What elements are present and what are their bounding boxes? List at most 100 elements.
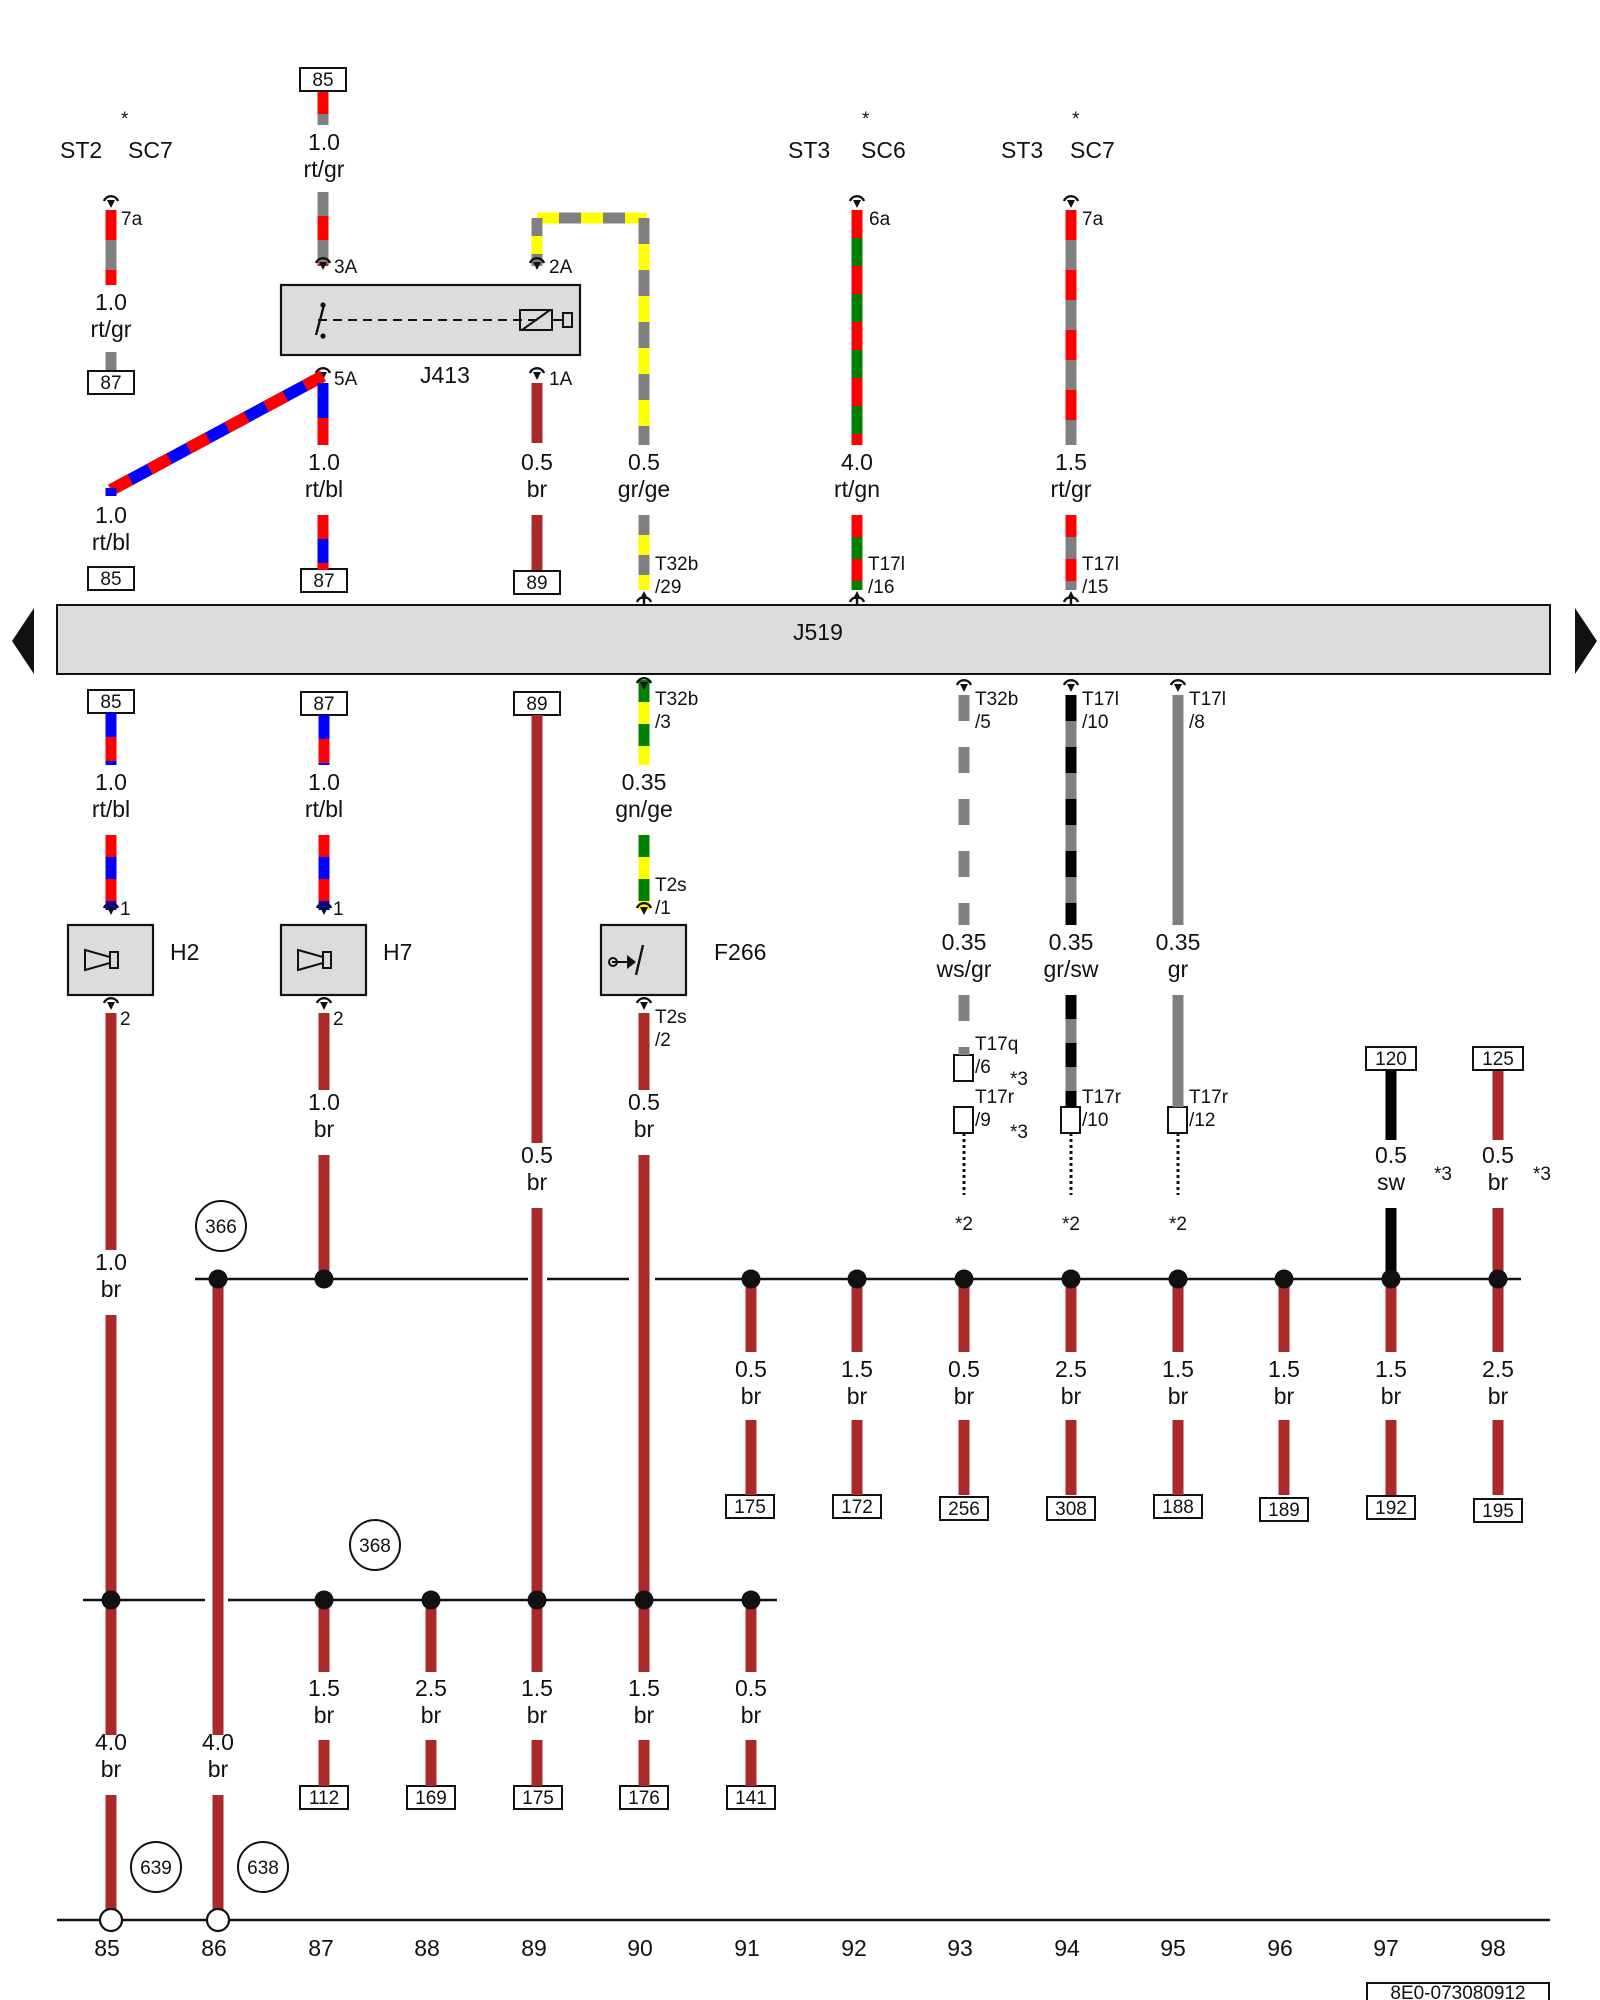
svg-text:/6: /6 <box>975 1057 991 1078</box>
relay-pin-3a: 3A <box>334 257 358 278</box>
relay-pin-1a: 1A <box>549 369 573 390</box>
svg-text:120: 120 <box>1375 1049 1407 1070</box>
wire-label-8: 1.5rt/gr <box>1051 449 1092 502</box>
top-block-sc7b: SC7 <box>1070 137 1115 163</box>
junction-366-8 <box>1381 1269 1401 1289</box>
wire-label-9: 1.0rt/bl <box>92 769 130 822</box>
svg-text:639: 639 <box>140 1858 172 1879</box>
connector-t17r-10: T17r/10 <box>1082 1087 1122 1131</box>
wire-label-23: 0.5br <box>948 1356 980 1409</box>
svg-text:91: 91 <box>734 1935 760 1961</box>
svg-text:/8: /8 <box>1189 712 1205 733</box>
svg-text:rt/gn: rt/gn <box>834 476 880 502</box>
svg-text:gn/ge: gn/ge <box>615 796 673 822</box>
ref-box-176: 176 <box>619 1785 669 1810</box>
svg-text:br: br <box>421 1702 442 1728</box>
junction-366-1 <box>314 1269 334 1289</box>
svg-text:sw: sw <box>1377 1169 1406 1195</box>
page-next-arrow[interactable] <box>1575 608 1597 674</box>
svg-text:85: 85 <box>100 692 121 713</box>
svg-text:T17l: T17l <box>1082 554 1119 575</box>
svg-text:87: 87 <box>100 373 121 394</box>
horn-h7-label: H7 <box>383 939 412 965</box>
svg-text:rt/gr: rt/gr <box>1051 476 1092 502</box>
ref-box-85-top: 85 <box>299 67 347 92</box>
svg-text:br: br <box>634 1116 655 1142</box>
ref-box-89-b: 89 <box>513 691 561 716</box>
svg-text:/2: /2 <box>655 1030 671 1051</box>
relay-pin-5a: 5A <box>334 369 358 390</box>
svg-text:/5: /5 <box>975 712 991 733</box>
svg-text:0.35: 0.35 <box>942 929 987 955</box>
connector-t2s-1: T2s/1 <box>655 875 687 919</box>
relay-j413-label: J413 <box>420 362 470 388</box>
wire-label-18: 1.0br <box>95 1249 127 1302</box>
svg-text:br: br <box>314 1702 335 1728</box>
svg-text:0.5: 0.5 <box>735 1356 767 1382</box>
svg-text:0.5: 0.5 <box>1482 1142 1514 1168</box>
svg-text:98: 98 <box>1480 1935 1506 1961</box>
svg-text:rt/bl: rt/bl <box>92 529 130 555</box>
pin-t2s-2 <box>635 997 653 1010</box>
junction-366-5 <box>1061 1269 1081 1289</box>
junction-368-2 <box>421 1590 441 1610</box>
svg-text:86: 86 <box>201 1935 227 1961</box>
switch-f266-label: F266 <box>714 939 766 965</box>
wire-label-31: 1.5br <box>521 1675 553 1728</box>
svg-text:89: 89 <box>521 1935 547 1961</box>
wire-label-25: 1.5br <box>1162 1356 1194 1409</box>
svg-text:175: 175 <box>522 1788 554 1809</box>
top-block-st3b-pin: 7a <box>1082 209 1104 230</box>
ref-box-87-a: 87 <box>87 370 135 395</box>
svg-text:T2s: T2s <box>655 1007 687 1028</box>
wire-label-29: 1.5br <box>308 1675 340 1728</box>
relay-pin-2a: 2A <box>549 257 573 278</box>
svg-text:1.0: 1.0 <box>95 1249 127 1275</box>
pin-h7-2 <box>315 997 333 1010</box>
junction-366-7 <box>1274 1269 1294 1289</box>
svg-text:br: br <box>208 1756 229 1782</box>
svg-text:141: 141 <box>735 1788 767 1809</box>
wire-label-26: 1.5br <box>1268 1356 1300 1409</box>
wire-label-30: 2.5br <box>415 1675 447 1728</box>
svg-text:90: 90 <box>627 1935 653 1961</box>
pin-t17l-10 <box>1062 679 1080 692</box>
wire-label-21: 0.5br <box>735 1356 767 1409</box>
svg-text:308: 308 <box>1055 1499 1087 1520</box>
svg-text:89: 89 <box>526 694 547 715</box>
ref-box-112: 112 <box>299 1785 349 1810</box>
connector-t17l-10: T17l/10 <box>1082 689 1119 733</box>
svg-text:175: 175 <box>734 1497 766 1518</box>
svg-text:br: br <box>1381 1383 1402 1409</box>
splice-639: 639 <box>130 1841 182 1893</box>
top-block-st3b: ST3 <box>1001 137 1043 163</box>
svg-text:br: br <box>847 1383 868 1409</box>
svg-text:192: 192 <box>1375 1498 1407 1519</box>
svg-text:176: 176 <box>628 1788 660 1809</box>
svg-text:1.0: 1.0 <box>308 129 340 155</box>
svg-text:1.5: 1.5 <box>628 1675 660 1701</box>
top-block-st2: ST2 <box>60 137 102 163</box>
svg-text:0.35: 0.35 <box>1156 929 1201 955</box>
module-j519 <box>56 604 1551 675</box>
svg-text:0.35: 0.35 <box>1049 929 1094 955</box>
svg-text:/10: /10 <box>1082 712 1108 733</box>
connector-t17l-16: T17l/16 <box>868 554 905 598</box>
svg-text:T17l: T17l <box>1189 689 1226 710</box>
svg-text:112: 112 <box>309 1788 339 1809</box>
svg-text:89: 89 <box>526 573 547 594</box>
pin-t32b-29 <box>635 591 653 605</box>
svg-text:br: br <box>1488 1169 1509 1195</box>
top-block-st3a: ST3 <box>788 137 830 163</box>
note-3-b: *3 <box>1010 1122 1028 1143</box>
svg-text:br: br <box>1168 1383 1189 1409</box>
page-prev-arrow[interactable] <box>12 608 34 674</box>
splice-366: 366 <box>195 1200 247 1252</box>
pin-st2-7a <box>102 195 120 208</box>
svg-text:366: 366 <box>205 1217 237 1238</box>
svg-text:rt/gr: rt/gr <box>91 316 132 342</box>
svg-text:br: br <box>314 1116 335 1142</box>
svg-text:br: br <box>1061 1383 1082 1409</box>
junction-368-5 <box>741 1590 761 1610</box>
svg-text:2.5: 2.5 <box>1055 1356 1087 1382</box>
